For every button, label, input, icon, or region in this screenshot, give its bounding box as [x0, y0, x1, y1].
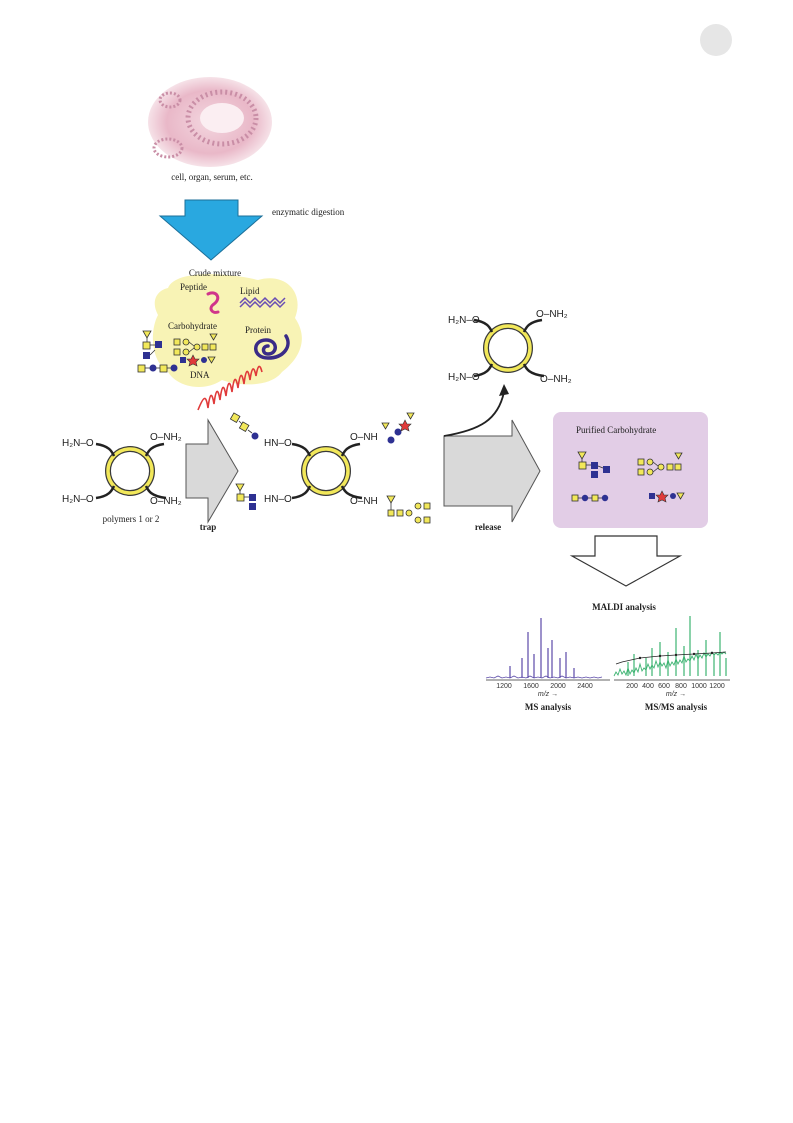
purified-glycan-3: [571, 494, 609, 502]
protein-icon: [254, 334, 290, 360]
bead3-nh2-bottomleft: H₂N–O: [448, 372, 480, 383]
carbohydrate-label: Carbohydrate: [168, 321, 217, 331]
bead2-hno-topleft: HN–O: [264, 438, 292, 449]
ms-tick-2: 2000: [550, 683, 566, 690]
msms-axis-label: m/z →: [666, 691, 686, 698]
maldi-arrow: [569, 535, 683, 587]
glycan-center-branched: [173, 333, 218, 356]
source-label: cell, organ, serum, etc.: [171, 172, 253, 182]
ms-tick-3: 2400: [577, 683, 593, 690]
purified-glycan-4: [649, 490, 685, 503]
page-marker: [700, 24, 732, 56]
polymer-bead: [95, 442, 167, 500]
crude-mixture-label: Crude mixture: [189, 268, 241, 278]
glycan-center-star: [180, 354, 216, 367]
bead3-nh2-topleft: H₂N–O: [448, 315, 480, 326]
lipid-icon: [239, 296, 286, 309]
peptide-label: Peptide: [180, 282, 207, 292]
purified-label: Purified Carbohydrate: [576, 425, 656, 435]
msms-tick-3: 800: [675, 683, 687, 690]
bead3-nh2-topright: O–NH₂: [536, 309, 568, 320]
bead1-nh2-bottomright: O–NH₂: [150, 496, 182, 507]
msms-label: MS/MS analysis: [645, 702, 708, 712]
regenerated-bead: [473, 318, 545, 378]
msms-tick-2: 600: [658, 683, 670, 690]
glycan-left-2: [137, 364, 178, 373]
trapped-glycan-2: [235, 483, 256, 510]
dna-helix-icon: [197, 365, 263, 411]
digestion-arrow: [158, 199, 264, 261]
return-arrow: [443, 391, 505, 437]
msms-tick-4: 1000: [691, 683, 707, 690]
msms-tick-0: 200: [626, 683, 638, 690]
bead2-hno-bottomleft: HN–O: [264, 494, 292, 505]
ms-spectrum: 1200 1600 2000 2400 m/z →: [485, 618, 610, 698]
tissue-image: [148, 77, 272, 167]
glycan-left-1: [142, 330, 162, 359]
bead1-nh2-topright: O–NH₂: [150, 432, 182, 443]
msms-tick-5: 1200: [709, 683, 725, 690]
trap-arrow: [185, 418, 239, 524]
trapped-glycan-1: [229, 412, 259, 440]
trap-label: trap: [200, 522, 217, 532]
msms-spectrum: 200 400 600 800 1000 1200 m/z →: [613, 616, 730, 698]
trapped-bead: [291, 442, 363, 500]
ms-tick-1: 1600: [523, 683, 539, 690]
ms-axis-label: m/z →: [538, 691, 558, 698]
msms-noise: [613, 651, 727, 677]
bead2-onh-bottomright: O–NH: [350, 496, 378, 507]
lipid-label: Lipid: [240, 286, 260, 296]
digestion-label: enzymatic digestion: [272, 207, 345, 217]
return-arrowhead: [499, 384, 509, 396]
bead1-nh2-topleft: H₂N–O: [62, 438, 94, 449]
trapped-glycan-3: [381, 412, 415, 444]
bead3-nh2-bottomright: O–NH₂: [540, 374, 572, 385]
bead2-onh-topright: O–NH: [350, 432, 378, 443]
ms-label: MS analysis: [525, 702, 572, 712]
purified-glycan-2: [637, 452, 683, 476]
dna-label: DNA: [190, 370, 210, 380]
msms-tick-1: 400: [642, 683, 654, 690]
release-label: release: [475, 522, 501, 532]
polymers-label: polymers 1 or 2: [103, 514, 160, 524]
bead1-nh2-bottomleft: H₂N–O: [62, 494, 94, 505]
ms-baseline: [485, 675, 603, 679]
maldi-label: MALDI analysis: [592, 602, 656, 612]
peptide-icon: [206, 291, 220, 314]
trapped-glycan-4: [386, 495, 431, 524]
release-arrow: [443, 419, 541, 523]
protein-label: Protein: [245, 325, 271, 335]
purified-glycan-1: [577, 451, 610, 478]
ms-tick-0: 1200: [496, 683, 512, 690]
msms-fragment-line: [615, 651, 727, 665]
